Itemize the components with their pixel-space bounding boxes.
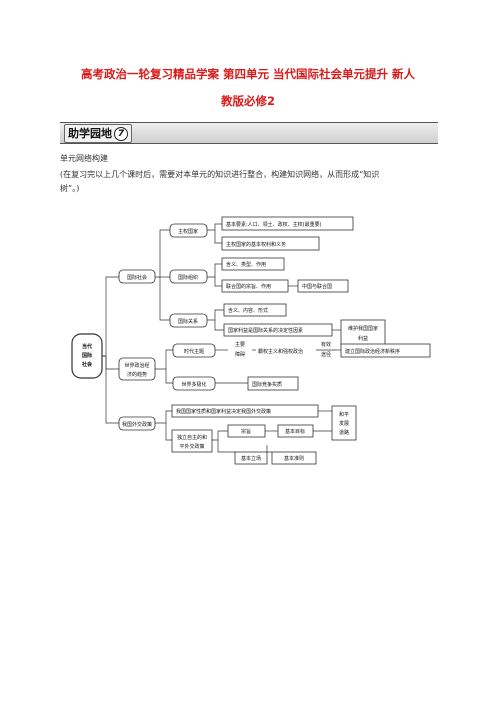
node-zhongguo-lhg: 中国与联合国 [297,279,349,293]
node-jiben-mubiao-label: 基本目标 [285,428,305,435]
label-zhangai: 障碍 [235,351,245,358]
intro-line-1: (在复习完以上几个课时后，需要对本单元的知识进行整合，构建知识网络，从而形成“知… [60,170,380,179]
node-jiben-yaosu-label: 基本要素:人口、领土、政权、主权(最重要) [226,221,322,228]
node-heping-fazhan-line-1: 和平 [339,411,349,418]
node-shijie-qushi-line-1: 世界政治经 [124,362,149,369]
intro-paragraph: (在复习完以上几个课时后，需要对本单元的知识进行整合，构建知识网络，从而形成“知… [60,168,438,196]
node-xin-zhixu: 建立国际政治经济新秩序 [340,343,431,358]
root-node: 当代 国际 社会 [71,333,103,379]
node-heping-fazhan-line-3: 道路 [339,429,349,436]
banner-number-badge: 7 [114,126,128,141]
diagram-connectors [102,223,341,453]
label-youxiao: 有效 [321,341,331,348]
banner-label: 助学园地 7 [64,124,132,143]
node-zhuquan-guojia: 主权国家 [169,223,208,238]
node-lianheguo: 联合国的宗旨、作用 [221,279,289,293]
node-duojihua-label: 世界多极化 [181,381,206,388]
label-zhuyao: 主要 [235,341,245,348]
node-jingzheng: 国际竞争实质 [247,376,299,391]
banner-text: 助学园地 [68,127,112,140]
node-lianheguo-label: 联合国的宗旨、作用 [226,283,271,290]
node-jueding-yinsu: 国家利益是国际关系的决定性因素 [223,323,333,337]
node-shidai-zhuti-label: 时代主题 [184,348,204,355]
node-hanyi-neirong-label: 含义、内容、形式 [228,307,268,314]
node-waijiao-zhengce-label: 我国外交政策 [122,421,152,428]
node-guoji-shehui: 国际社会 [118,269,156,284]
node-guoji-guanxi: 国际关系 [169,313,208,328]
node-jiben-lichang: 基本立场 [234,451,268,465]
node-xingzhi-liyi: 我国国家性质和国家利益决定我国外交政策 [171,404,319,418]
section-banner: 助学园地 7 [60,122,438,144]
node-zhongguo-lhg-label: 中国与联合国 [302,283,332,290]
node-heping-fazhan-line-2: 发展 [339,420,349,427]
intro-line-2: 树”。) [60,184,80,193]
label-tujing: 途径 [321,351,331,358]
node-duojihua: 世界多极化 [172,376,216,391]
node-jueding-yinsu-label: 国家利益是国际关系的决定性因素 [228,327,303,334]
node-baquan: 霸权主义和强权政治 [256,344,316,357]
document-title-line1: 高考政治一轮复习精品学案 第四单元 当代国际社会单元提升 新人 [80,67,415,81]
node-guoji-shehui-label: 国际社会 [127,274,147,281]
node-baquan-label: 霸权主义和强权政治 [258,348,303,355]
node-weihu-liyi: 维护我国国家 利益 [340,319,386,347]
node-duli-zizhu-line-2: 平外交政策 [179,443,204,450]
node-jiben-lichang-label: 基本立场 [241,455,261,462]
node-heping-fazhan: 和平 发展 道路 [331,405,357,441]
node-hanyi-neirong: 含义、内容、形式 [223,303,287,317]
node-shijie-qushi-line-2: 济的趋势 [127,371,147,378]
root-line-2: 国际 [82,352,92,359]
section-heading: 单元网络构建 [60,154,108,163]
node-xingzhi-liyi-label: 我国国家性质和国家利益决定我国外交政策 [176,408,271,415]
node-shidai-zhuti: 时代主题 [172,343,216,358]
node-duli-zizhu-line-1: 独立自主的和 [177,434,207,441]
node-zhuquan-guojia-label: 主权国家 [178,228,198,235]
node-zongzhi: 宗旨 [227,424,266,438]
node-quanli-yiwu-label: 主权国家的基本权利和义务 [226,241,286,248]
node-waijiao-zhengce: 我国外交政策 [118,416,156,431]
node-guoji-zuzhi: 国际组织 [169,269,208,284]
node-weihu-liyi-line-2: 利益 [358,335,368,342]
node-shijie-qushi: 世界政治经 济的趋势 [118,357,156,381]
node-hanyi-leixing-label: 含义、类型、作用 [226,261,266,268]
node-jiben-yaosu: 基本要素:人口、领土、政权、主权(最重要) [221,216,354,231]
document-title-line2: 教版必修2 [220,94,275,108]
node-jingzheng-label: 国际竞争实质 [252,381,282,388]
node-xin-zhixu-label: 建立国际政治经济新秩序 [345,348,400,355]
node-zongzhi-label: 宗旨 [241,428,251,435]
root-line-1: 当代 [82,343,92,350]
node-quanli-yiwu: 主权国家的基本权利和义务 [221,236,320,251]
node-hanyi-leixing: 含义、类型、作用 [221,257,285,271]
node-jiben-mubiao: 基本目标 [277,424,314,438]
node-duli-zizhu: 独立自主的和 平外交政策 [171,429,213,453]
root-line-3: 社会 [81,361,92,368]
node-jiben-zhunze-label: 基本准则 [284,455,304,462]
node-weihu-liyi-line-1: 维护我国国家 [348,325,378,332]
node-jiben-zhunze: 基本准则 [271,451,317,465]
node-guoji-guanxi-label: 国际关系 [178,318,198,325]
node-guoji-zuzhi-label: 国际组织 [178,274,198,281]
